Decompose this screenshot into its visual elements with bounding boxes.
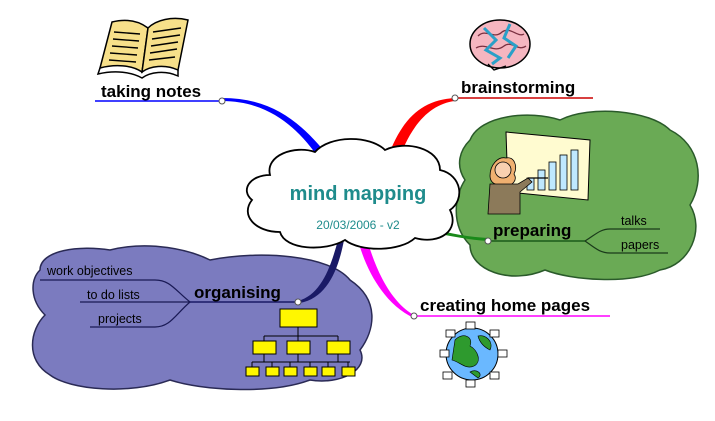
brainstorming-node [451, 94, 459, 102]
preparing-label: preparing [493, 221, 571, 240]
taking-notes-label: taking notes [101, 82, 201, 101]
central-title: mind mapping [290, 183, 427, 205]
organising-label: organising [194, 283, 281, 302]
creating-home-pages-branch [357, 232, 414, 318]
preparing-branch [430, 228, 488, 241]
open-book-icon [96, 17, 189, 79]
talks-label: talks [621, 214, 647, 228]
work-objectives-label: work objectives [46, 264, 132, 278]
brainstorming-label: brainstorming [461, 78, 575, 97]
central-date: 20/03/2006 - v2 [316, 218, 400, 232]
globe-network-icon [439, 321, 508, 388]
papers-label: papers [621, 238, 659, 252]
talks-line [584, 228, 660, 242]
papers-line [584, 240, 668, 254]
presenter-chart-icon [487, 131, 591, 215]
projects-line [90, 301, 191, 328]
central-cloud [246, 138, 461, 250]
work-objectives-line [40, 279, 191, 303]
creating-home-pages-label: creating home pages [420, 296, 590, 315]
organising-branch [298, 240, 344, 303]
creating-home-pages-node [410, 312, 418, 320]
taking-notes-node [218, 97, 226, 105]
to-do-lists-label: to do lists [87, 288, 140, 302]
org-chart-icon [245, 308, 356, 377]
projects-label: projects [98, 312, 142, 326]
brain-icon [469, 19, 531, 71]
preparing-node [484, 237, 492, 245]
organising-node [294, 298, 302, 306]
